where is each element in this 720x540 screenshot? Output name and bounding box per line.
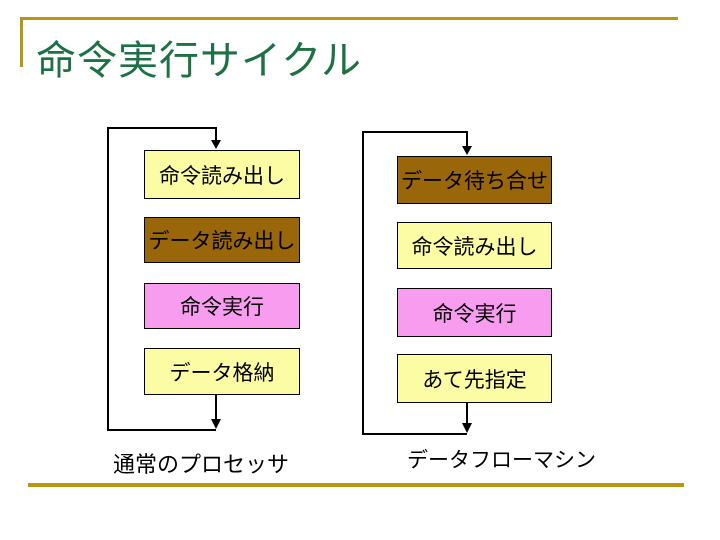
footer-rule — [28, 483, 684, 487]
left-loop-top-arrowhead — [211, 140, 221, 149]
page-title: 命令実行サイクル — [36, 39, 362, 83]
left-loop-line — [107, 127, 217, 431]
flow-box-label: データ格納 — [169, 361, 275, 385]
right-loop-line — [362, 131, 468, 435]
flow-box-label: 命令実行 — [180, 296, 264, 319]
flow-box-label: あて先指定 — [422, 368, 527, 392]
title-rule-top — [20, 17, 678, 20]
flow-box-label: 命令実行 — [432, 302, 517, 326]
left-loop-bottom-arrowhead — [211, 419, 221, 429]
right-loop-top-arrowhead — [462, 146, 472, 155]
flow-box-label: データ読み出し — [148, 230, 296, 253]
title-rule-left — [20, 17, 23, 67]
left-flow-caption: 通常のプロセッサ — [113, 452, 290, 477]
right-flow-step-destination-specify: あて先指定 — [397, 354, 552, 403]
right-loop-bottom-arrowhead — [462, 423, 472, 433]
flow-box-label: データ待ち合せ — [401, 170, 548, 193]
flow-box-label: 命令読み出し — [159, 164, 285, 188]
left-flow-step-instruction-fetch: 命令読み出し — [144, 150, 300, 199]
left-flow-step-data-fetch: データ読み出し — [144, 217, 300, 263]
right-flow-step-data-wait: データ待ち合せ — [397, 156, 552, 204]
flow-box-label: 命令読み出し — [411, 235, 538, 259]
left-flow-step-data-store: データ格納 — [144, 348, 300, 395]
right-flow-step-instruction-fetch: 命令読み出し — [397, 222, 552, 269]
right-flow-caption: データフローマシン — [407, 449, 596, 472]
left-flow-step-instruction-execute: 命令実行 — [144, 283, 300, 329]
right-flow-step-instruction-execute: 命令実行 — [397, 288, 552, 337]
